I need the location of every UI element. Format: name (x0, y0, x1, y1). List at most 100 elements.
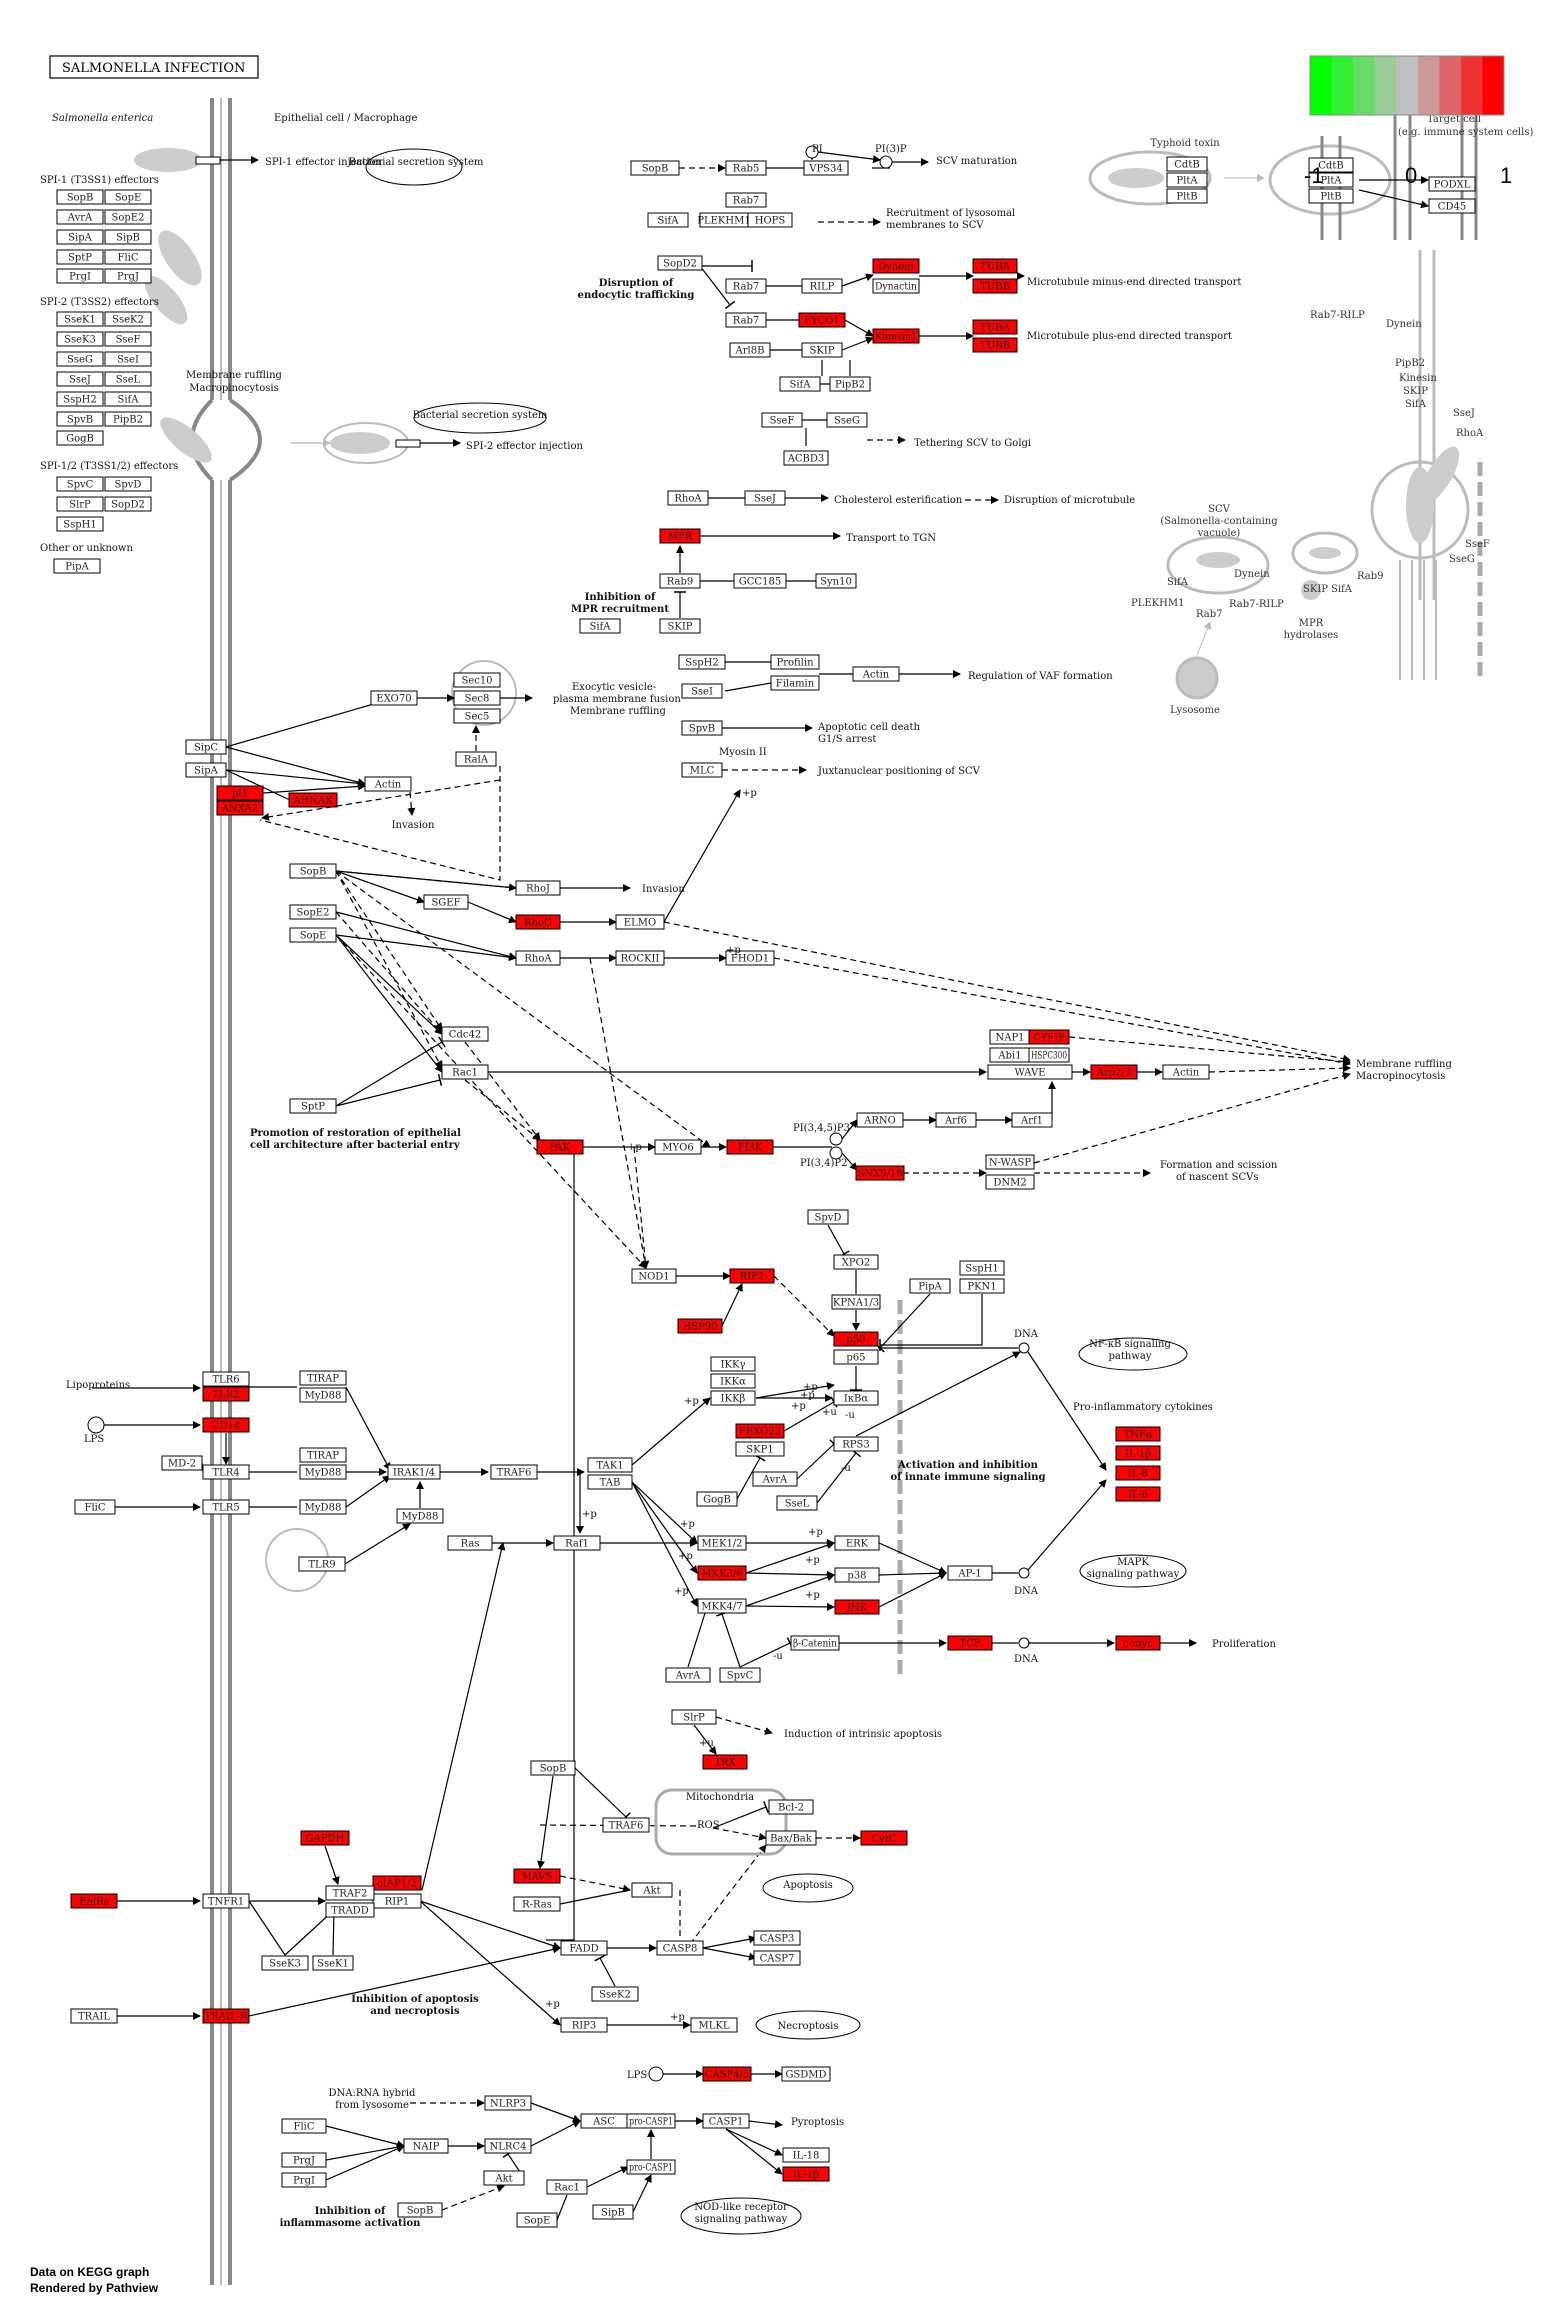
gene-node[interactable]: GCC185 (733, 573, 787, 589)
gene-node[interactable]: c-myc (1115, 1635, 1161, 1651)
gene-node[interactable]: SseL (776, 1495, 818, 1511)
gene-node[interactable]: MyD88 (299, 1464, 347, 1480)
gene-node[interactable]: CASP7 (753, 1950, 801, 1966)
gene-node[interactable]: IKKγ (710, 1356, 756, 1372)
gene-node[interactable]: Bcl-2 (768, 1799, 814, 1815)
gene-node[interactable]: SpvD (807, 1209, 849, 1225)
gene-node[interactable]: IRAK1/4 (387, 1464, 441, 1480)
gene-node[interactable]: SseI (681, 683, 723, 699)
effector-node[interactable]: SpvC (56, 476, 104, 492)
gene-node[interactable]: Profilin (770, 654, 820, 670)
gene-node[interactable]: CASP1 (702, 2113, 750, 2129)
gene-node[interactable]: SopB (289, 863, 337, 879)
gene-node[interactable]: MyD88 (299, 1499, 347, 1515)
gene-node[interactable]: SpvB (681, 720, 723, 736)
gene-node[interactable]: SGEF (423, 894, 469, 910)
gene-node[interactable]: JNK (834, 1599, 880, 1615)
gene-node[interactable]: GAPDH (300, 1830, 350, 1846)
gene-node[interactable]: MAVS (513, 1868, 561, 1884)
gene-node[interactable]: AP-1 (947, 1565, 993, 1581)
gene-node[interactable]: TCF (947, 1635, 993, 1651)
gene-node[interactable]: RIP3 (560, 2017, 608, 2033)
gene-node[interactable]: HOPS (747, 212, 793, 228)
effector-node[interactable]: SspH2 (56, 391, 104, 407)
gene-node[interactable]: pro-CASP1 (626, 2159, 676, 2175)
effector-node[interactable]: FliC (104, 249, 152, 265)
gene-node[interactable]: Raf1 (553, 1535, 601, 1551)
gene-node[interactable]: IL-1β (782, 2166, 830, 2182)
gene-node[interactable]: TRAIL (70, 2008, 118, 2024)
gene-node[interactable]: PI3K (726, 1139, 774, 1155)
effector-node[interactable]: SpvD (104, 476, 152, 492)
host-cell-node[interactable]: PltA (1308, 172, 1354, 188)
gene-node[interactable]: R-Ras (513, 1896, 561, 1912)
gene-node[interactable]: β-Catenin (790, 1635, 840, 1651)
gene-node[interactable]: Kinesin1 (872, 328, 920, 344)
gene-node[interactable]: AvrA (665, 1667, 711, 1683)
gene-node[interactable]: Arl8B (729, 342, 771, 358)
gene-node[interactable]: PipB2 (829, 376, 871, 392)
gene-node[interactable]: SipC (185, 739, 227, 755)
gene-node[interactable]: Rab7 (725, 278, 767, 294)
effector-node[interactable]: SseG (56, 351, 104, 367)
gene-node[interactable]: EXO70 (370, 690, 418, 706)
gene-node[interactable]: Arp2/3 (1090, 1064, 1138, 1080)
effector-node[interactable]: SseK2 (104, 311, 152, 327)
gene-node[interactable]: IL-18 (782, 2147, 830, 2163)
gene-node[interactable]: Filamin (770, 675, 820, 691)
gene-node[interactable]: Akt (483, 2170, 525, 2186)
gene-node[interactable]: EhlRs (70, 1893, 118, 1909)
gene-node[interactable]: CytC (860, 1830, 908, 1846)
gene-node[interactable]: Arf1 (1011, 1112, 1053, 1128)
gene-node[interactable]: PAK (536, 1139, 584, 1155)
effector-node[interactable]: SpvB (56, 411, 104, 427)
gene-node[interactable]: AHNAK (288, 792, 338, 808)
gene-node[interactable]: SseG (826, 412, 868, 428)
host-cell-node[interactable]: PltB (1308, 188, 1354, 204)
gene-node[interactable]: MLKL (690, 2017, 738, 2033)
gene-node[interactable]: TNFR1 (202, 1893, 250, 1909)
gene-node[interactable]: SopE (516, 2212, 558, 2228)
gene-node[interactable]: ARNO (856, 1112, 904, 1128)
gene-node[interactable]: TRAF6 (490, 1464, 538, 1480)
gene-node[interactable]: GSDMD (781, 2066, 831, 2082)
gene-node[interactable]: TLR4 (202, 1464, 250, 1480)
host-cell-node[interactable]: PltA (1166, 172, 1208, 188)
effector-node[interactable]: PipB2 (104, 411, 152, 427)
gene-node[interactable]: MyD88 (299, 1387, 347, 1403)
gene-node[interactable]: NOD1 (631, 1268, 677, 1284)
gene-node[interactable]: TIRAP (299, 1447, 347, 1463)
gene-node[interactable]: TLR2 (202, 1386, 250, 1402)
gene-node[interactable]: MyD88 (396, 1508, 444, 1524)
effector-node[interactable]: SlrP (56, 496, 104, 512)
gene-node[interactable]: TAB (587, 1474, 633, 1490)
gene-node[interactable]: MKK3/6 (697, 1565, 747, 1581)
gene-node[interactable]: TRADD (325, 1902, 375, 1918)
gene-node[interactable]: SKP1 (735, 1441, 785, 1457)
gene-node[interactable]: pl1 (216, 785, 264, 801)
gene-node[interactable]: ACBD3 (783, 450, 829, 466)
gene-node[interactable]: SspH1 (959, 1260, 1005, 1276)
gene-node[interactable]: TRAIL-R (202, 2008, 250, 2024)
gene-node[interactable]: IL-1β (1115, 1445, 1161, 1461)
gene-node[interactable]: CYFIP (1028, 1029, 1070, 1045)
gene-node[interactable]: Rab7 (725, 312, 767, 328)
effector-node[interactable]: SseK1 (56, 311, 104, 327)
gene-node[interactable]: IL-6 (1115, 1486, 1161, 1502)
gene-node[interactable]: SseK1 (312, 1955, 354, 1971)
gene-node[interactable]: TRAF6 (602, 1817, 650, 1833)
gene-node[interactable]: RPS3 (833, 1436, 879, 1452)
gene-node[interactable]: Cdc42 (441, 1026, 489, 1042)
gene-node[interactable]: SipB (592, 2204, 634, 2220)
gene-node[interactable]: PrgJ (281, 2152, 327, 2168)
gene-node[interactable]: TRAF2 (325, 1885, 375, 1901)
gene-node[interactable]: TUBB (972, 278, 1018, 294)
gene-node[interactable]: GogB (696, 1491, 738, 1507)
gene-node[interactable]: IκBα (833, 1390, 879, 1406)
gene-node[interactable]: SlrP (671, 1709, 717, 1725)
gene-node[interactable]: SptP (289, 1098, 337, 1114)
gene-node[interactable]: p65 (833, 1349, 879, 1365)
gene-node[interactable]: N-WASP (985, 1154, 1035, 1170)
gene-node[interactable]: Actin (852, 666, 900, 682)
effector-node[interactable]: SseF (104, 331, 152, 347)
